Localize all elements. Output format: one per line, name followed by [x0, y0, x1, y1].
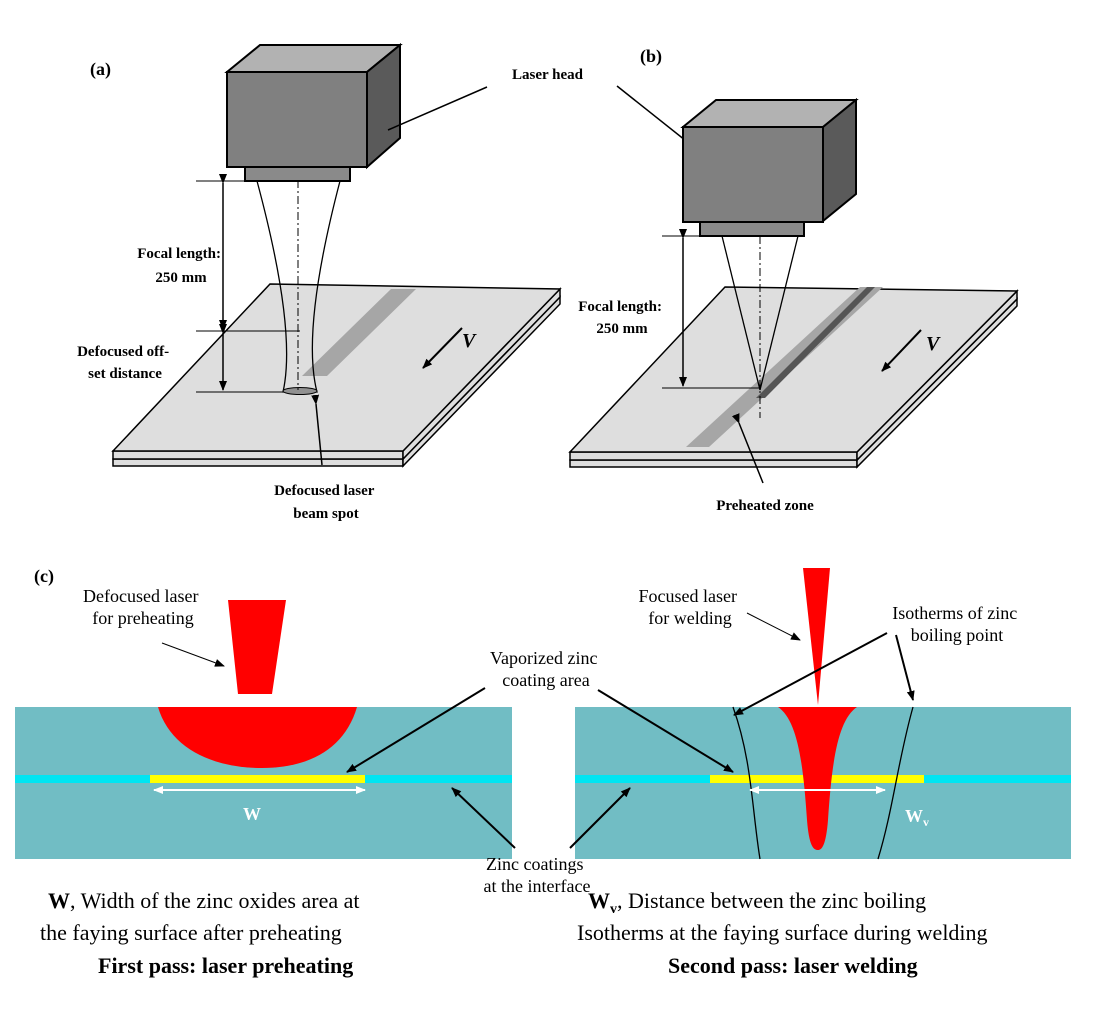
- focused-laser-label: Focused laser for welding: [639, 586, 742, 628]
- isotherms-label: Isotherms of zinc boiling point: [892, 603, 1021, 645]
- cross-section-preheating: W: [15, 600, 512, 859]
- defocused-spot-label: Defocused laser beam spot: [274, 483, 378, 522]
- right-caption-title: Second pass: laser welding: [668, 953, 918, 978]
- keyhole-melt-zone: [778, 707, 857, 850]
- panel-b: (b) Laser head V: [387, 46, 1019, 514]
- panel-a: (a) V Focal le: [77, 42, 562, 522]
- vaporized-zinc-label: Vaporized zinc coating area: [490, 648, 602, 690]
- vaporized-pointer-left: [346, 687, 486, 773]
- zinc-coating-pointer-left: [451, 787, 516, 849]
- plate-b: [568, 286, 1019, 469]
- beam-spot-a: [282, 387, 318, 395]
- focused-laser-pointer: [746, 612, 801, 641]
- zinc-oxide-area: [150, 775, 365, 783]
- left-caption-line2: the faying surface after preheating: [40, 920, 342, 945]
- preheated-zone-label: Preheated zone: [716, 498, 814, 514]
- panel-c-label: (c): [34, 566, 54, 587]
- laser-head-label: Laser head: [512, 67, 584, 83]
- left-caption-line1: W, Width of the zinc oxides area at: [48, 888, 360, 913]
- weld-seam-b: [756, 287, 875, 398]
- panel-a-label: (a): [90, 59, 111, 80]
- defocus-offset-label: Defocused off- set distance: [77, 344, 173, 382]
- right-caption-line1: Wv, Distance between the zinc boiling: [588, 888, 926, 917]
- spot-pointer: [311, 394, 323, 466]
- right-caption-line2: Isotherms at the faying surface during w…: [577, 920, 988, 945]
- zinc-coatings-label: Zinc coatings at the interface: [484, 854, 591, 896]
- laser-head-pointer-a: [387, 86, 488, 131]
- preheat-melt-zone: [158, 707, 357, 768]
- isotherm-right: [877, 706, 914, 860]
- zinc-coating-pointer-right: [569, 787, 631, 849]
- laser-head-a: [224, 42, 403, 182]
- panel-c: (c) W Wv Defocused laser for prehea: [15, 566, 1071, 978]
- focal-length-label-a: Focal length: 250 mm: [137, 246, 225, 286]
- defocused-laser-label: Defocused laser for preheating: [83, 586, 203, 628]
- plate-a: [111, 283, 562, 468]
- defocused-laser-pointer: [161, 642, 225, 667]
- w-label: W: [243, 804, 261, 824]
- wv-label: Wv: [905, 806, 929, 829]
- isotherm-pointer-left: [733, 632, 888, 716]
- defocused-laser-beam: [228, 600, 286, 694]
- panel-b-label: (b): [640, 46, 662, 67]
- focal-length-label-b: Focal length: 250 mm: [578, 299, 666, 337]
- cross-section-welding: Wv: [575, 568, 1071, 860]
- velocity-arrow-b: [881, 329, 922, 372]
- velocity-label-b: V: [926, 333, 941, 355]
- focused-laser-beam: [803, 568, 830, 705]
- preheat-track-a: [302, 289, 416, 376]
- laser-head-b: [680, 97, 859, 237]
- left-caption-title: First pass: laser preheating: [98, 953, 353, 978]
- velocity-arrow-a: [422, 327, 463, 369]
- vaporized-pointer-right: [597, 689, 734, 773]
- velocity-label-a: V: [462, 330, 477, 352]
- isotherm-pointer-right: [895, 634, 915, 701]
- isotherm-left: [732, 706, 761, 860]
- preheated-zone-pointer: [731, 413, 764, 484]
